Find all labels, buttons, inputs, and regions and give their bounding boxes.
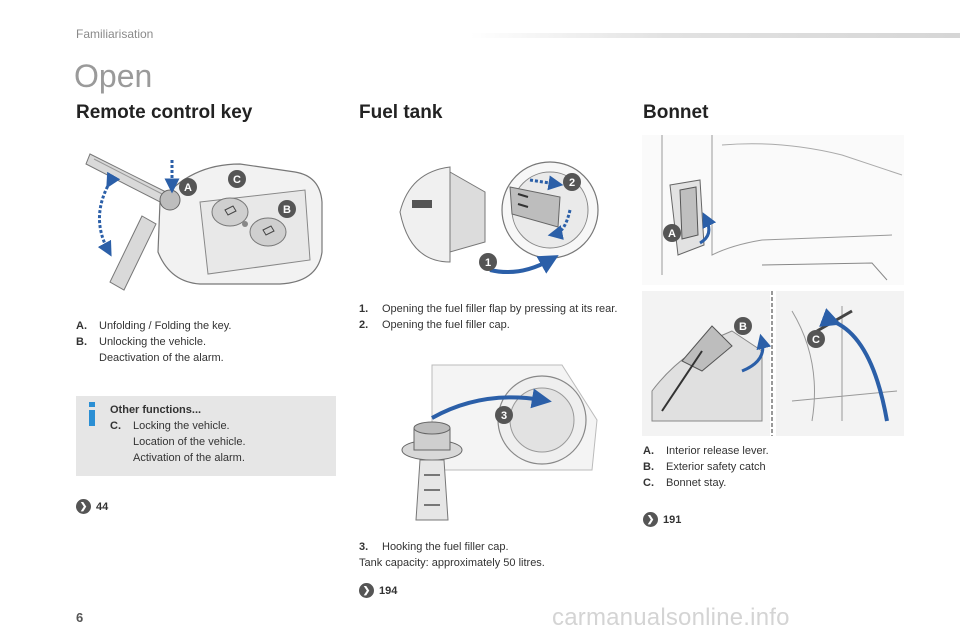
svg-text:A: A [668, 228, 676, 240]
bonnet-callout-c: C [807, 330, 825, 348]
page-ref-icon: ❯ [76, 499, 91, 514]
info-icon [86, 402, 98, 428]
section-label: Familiarisation [76, 27, 154, 41]
bonnet-title: Bonnet [643, 102, 709, 123]
svg-text:C: C [812, 334, 820, 346]
svg-text:A: A [184, 182, 192, 194]
fuel-callout-1: 1 [479, 253, 497, 271]
item-label: A. [643, 445, 654, 457]
item-text: Bonnet stay. [666, 477, 727, 489]
list-item: B. Unlocking the vehicle. [76, 334, 336, 350]
remote-callout-b: B [278, 200, 296, 218]
item-text: Exterior safety catch [666, 461, 766, 473]
item-text: Interior release lever. [666, 445, 769, 457]
svg-text:C: C [233, 174, 241, 186]
info-line: Location of the vehicle. [133, 436, 246, 448]
item-label: B. [643, 461, 654, 473]
item-label: 3. [359, 541, 369, 553]
svg-text:B: B [283, 204, 291, 216]
bonnet-page-ref[interactable]: ❯ 191 [643, 512, 681, 527]
info-line: Activation of the alarm. [133, 452, 245, 464]
fuel-page-ref[interactable]: ❯ 194 [359, 583, 397, 598]
list-item: 3. Hooking the fuel filler cap. [359, 539, 624, 555]
item-label: C. [643, 477, 654, 489]
item-label: B. [76, 336, 87, 348]
item-label: C. [110, 420, 121, 432]
fuel-tank-list: 1. Opening the fuel filler flap by press… [359, 301, 624, 333]
item-text: Unlocking the vehicle. [99, 336, 207, 348]
bonnet-catch-illustration: B C [642, 291, 904, 436]
item-label: A. [76, 320, 87, 332]
remote-key-title: Remote control key [76, 102, 253, 123]
list-item: C. Bonnet stay. [643, 475, 908, 491]
item-text: Unfolding / Folding the key. [99, 320, 232, 332]
remote-page-ref[interactable]: ❯ 44 [76, 499, 108, 514]
info-line: Locking the vehicle. [133, 420, 230, 432]
bonnet-callout-a-top: A [663, 224, 681, 242]
list-item: 2. Opening the fuel filler cap. [359, 317, 624, 333]
bonnet-lever-illustration: A [642, 135, 904, 285]
watermark: carmanualsonline.info [552, 604, 790, 631]
list-item: 1. Opening the fuel filler flap by press… [359, 301, 624, 317]
svg-text:B: B [739, 321, 747, 333]
fuel-tank-title: Fuel tank [359, 102, 443, 123]
bonnet-list: A. Interior release lever. B. Exterior s… [643, 443, 908, 491]
page-title: Open [74, 58, 153, 94]
remote-key-illustration: A C B [80, 142, 330, 302]
remote-callout-c: C [228, 170, 246, 188]
remote-key-list: A. Unfolding / Folding the key. B. Unloc… [76, 318, 336, 366]
page-number: 6 [76, 610, 84, 625]
page-ref-icon: ❯ [359, 583, 374, 598]
page-ref-number: 191 [663, 513, 682, 526]
item-text: Opening the fuel filler flap by pressing… [382, 303, 618, 315]
svg-text:3: 3 [501, 410, 507, 422]
page-ref-number: 194 [379, 584, 398, 597]
page-ref-icon: ❯ [643, 512, 658, 527]
item-label: 1. [359, 303, 369, 315]
tank-capacity: Tank capacity: approximately 50 litres. [359, 557, 545, 569]
item-text: Opening the fuel filler cap. [382, 319, 510, 331]
other-functions-box: Other functions... C. Locking the vehicl… [76, 396, 336, 476]
svg-text:2: 2 [569, 177, 575, 189]
bonnet-callout-b: B [734, 317, 752, 335]
fuel-cap-illustration: 3 [392, 360, 602, 530]
fuel-callout-3: 3 [495, 406, 513, 424]
list-item: A. Interior release lever. [643, 443, 908, 459]
svg-text:1: 1 [485, 257, 491, 269]
list-item: A. Unfolding / Folding the key. [76, 318, 336, 334]
page-ref-number: 44 [96, 500, 109, 513]
header-rule [470, 33, 960, 38]
item-label: 2. [359, 319, 369, 331]
fuel-callout-2: 2 [563, 173, 581, 191]
list-item: B. Exterior safety catch [643, 459, 908, 475]
item-continuation: Deactivation of the alarm. [99, 352, 224, 364]
fuel-flap-illustration: 1 2 [390, 152, 600, 287]
remote-callout-a: A [179, 178, 197, 196]
info-heading: Other functions... [110, 404, 202, 416]
item-text: Hooking the fuel filler cap. [382, 541, 509, 553]
fuel-tank-notes: 3. Hooking the fuel filler cap. Tank cap… [359, 539, 624, 571]
